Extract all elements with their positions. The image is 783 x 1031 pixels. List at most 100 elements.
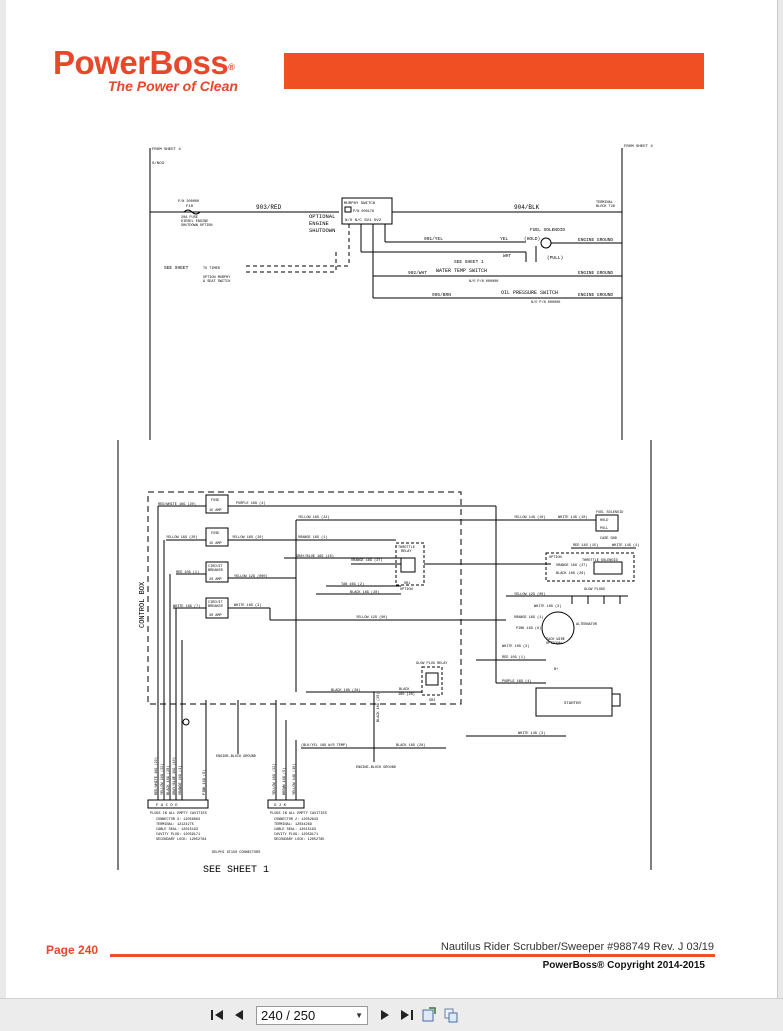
- wire-white-left: WHITE 16G (7): [173, 604, 200, 609]
- blk-yel-label: (BLK/YEL 18G W/R TEMP): [301, 743, 347, 748]
- conn1-plug: PLUGS IN ALL EMPTY CAVITIES: [150, 812, 207, 816]
- water-temp-label: WATER TEMP SWITCH: [436, 268, 487, 274]
- fuse1-amp: 15 AMP: [209, 509, 222, 513]
- terminal-1: TERMINAL: [596, 201, 613, 205]
- wire-orange-ts: ORANGE 16G (27): [556, 563, 588, 568]
- wire-white1: WHITE 16G (3): [234, 603, 261, 608]
- footer-rule: [110, 954, 715, 957]
- next-page-button[interactable]: [374, 1004, 396, 1026]
- conn1-detail-2: CABLE SEAL: 12015193: [156, 828, 198, 832]
- conn2-detail-2: CABLE SEAL: 12015193: [274, 828, 316, 832]
- case-gnd: CASE GND: [600, 537, 617, 541]
- conn2-plug: PLUGS IN ALL EMPTY CAVITIES: [270, 812, 327, 816]
- wire-pink: PINK 16G (8): [516, 626, 541, 631]
- last-page-button[interactable]: [396, 1004, 418, 1026]
- fuse2-label: FUSE: [211, 532, 219, 536]
- conn2-details: CONNECTOR 2: 12052843 TERMINAL: 12034269…: [274, 818, 324, 842]
- conn2-detail-4: SECONDARY LOCK: 12052785: [274, 838, 324, 842]
- alternator-label: ALTERNATOR: [576, 623, 598, 627]
- see-sheet-1-top: SEE SHEET 1: [454, 259, 484, 265]
- fuse-note-2: DIESEL ENGINE: [181, 220, 208, 224]
- wire-red-left: RED 10G (1): [176, 570, 199, 575]
- document-title: Nautilus Rider Scrubber/Sweeper #988749 …: [440, 941, 714, 953]
- save-page-button[interactable]: [418, 1004, 440, 1026]
- brand-name: PowerBoss: [53, 44, 229, 81]
- wire-yellow-left: YELLOW 16G (20): [166, 535, 198, 540]
- conn2-detail-3: CAVITY PLUG: 12059171: [274, 833, 318, 837]
- black-label: BLACK: [399, 688, 410, 692]
- fuse-note-3: SHUTDOWN OPTION: [181, 224, 213, 228]
- conn1-detail-4: SECONDARY LOCK: 12052784: [156, 838, 206, 842]
- fuse-id: F10: [186, 205, 194, 209]
- terminal-2: BLOCK T28: [596, 205, 615, 209]
- tach-2: OPTIONAL: [546, 642, 563, 646]
- conn1-pins: F A C D E: [156, 804, 178, 808]
- copyright: PowerBoss® Copyright 2014-2015: [542, 960, 705, 971]
- fuse-note-1: 20A FUSE: [181, 216, 198, 220]
- starter-label: STARTER: [564, 702, 581, 706]
- wire-yellow-gp: YELLOW 12G (00): [514, 592, 546, 597]
- first-page-button[interactable]: [206, 1004, 228, 1026]
- wire-903-label: 903/RED: [256, 204, 282, 211]
- page-indicator[interactable]: 240 / 250 ▼: [256, 1005, 368, 1025]
- wire-purple-st: PURPLE 16G (4): [502, 679, 531, 684]
- conn1-detail-0: CONNECTOR 3: 12059063: [156, 818, 200, 822]
- page-indicator-text: 240 / 250: [261, 1007, 316, 1023]
- optional-1: OPTIONAL: [309, 213, 335, 220]
- wire-white-st: WHITE 14G (3): [518, 731, 545, 736]
- wire-tan: TAN 16G (2): [341, 582, 364, 587]
- cb2-label-2: BREAKER: [208, 605, 224, 609]
- conn1-wire-2: BLACK 16G (28): [166, 766, 171, 795]
- murphy-contacts: N/O N/C SV1 SV2: [345, 218, 382, 223]
- wire-red-b: RED 10G (1): [502, 655, 525, 660]
- cb1-amp: 20 AMP: [209, 578, 222, 582]
- wire-white-ts: WHITE 14G (4): [612, 543, 639, 548]
- fuel-solenoid-bottom: FUEL SOLENOID: [596, 511, 623, 515]
- sr1-label: SR1: [404, 582, 410, 586]
- wire-black-gnd: BLACK 16G (28): [396, 743, 425, 748]
- first-page-icon: [211, 1010, 223, 1020]
- wire-purple: PURPLE 16G (4): [236, 501, 265, 506]
- conn1-wire-5: PINK 16G (8): [202, 770, 207, 795]
- connector-1-wire-labels: RED/WHITE 16G (20) YELLOW 16G (22) BLACK…: [154, 757, 207, 795]
- wire-901-label: 901/YEL: [424, 236, 443, 242]
- wiring-diagram: FROM SHEET 4 FROM SHEET 4 S/NO3 P/N 3000…: [117, 145, 653, 876]
- fuel-solenoid-top: FUEL SOLENOID: [530, 227, 565, 233]
- black-sub: 16G (28): [398, 692, 415, 697]
- optional-3: SHUTDOWN: [309, 227, 335, 234]
- engine-block-ground-1: ENGINE-BLOCK GROUND: [356, 766, 396, 770]
- chevron-down-icon: ▼: [355, 1010, 363, 1020]
- wire-yellow2: YELLOW 16G (20): [232, 535, 264, 540]
- prev-page-icon: [235, 1010, 243, 1020]
- viewer-toolbar: 240 / 250 ▼: [0, 998, 783, 1031]
- prev-page-button[interactable]: [228, 1004, 250, 1026]
- brand-tagline: The Power of Clean: [108, 78, 238, 94]
- copy-page-button[interactable]: [440, 1004, 462, 1026]
- pull-top: (PULL): [547, 255, 563, 261]
- wire-yellow-fs: YELLOW 14G (10): [514, 515, 546, 520]
- document-page: PowerBoss® The Power of Clean FROM SHEET…: [6, 0, 778, 998]
- oil-contact: N/O P/N 000000: [531, 300, 560, 305]
- wire-black1: BLACK 16G (28): [350, 590, 379, 595]
- diagram-bottom-section: CONTROL BOX FUSE 15 AMP RED/WHITE 16G (2…: [117, 440, 652, 876]
- sr2-label: SR2: [429, 699, 435, 703]
- from-sheet-left: FROM SHEET 4: [152, 148, 181, 152]
- cb1-label-1: CIRCUIT: [208, 565, 223, 569]
- fuse1-label: FUSE: [211, 499, 219, 503]
- conn2-pins: G J K: [274, 804, 287, 808]
- wire-black-ts: BLACK 16G (26): [556, 571, 585, 576]
- conn1-details: CONNECTOR 3: 12059063 TERMINAL: 12124275…: [156, 818, 206, 842]
- yel-label: YEL: [500, 236, 508, 242]
- see-sheet-left: SEE SHEET: [164, 265, 189, 271]
- page-number: Page 240: [46, 943, 99, 957]
- wire-orange-alt: ORANGE 16G (1): [514, 615, 543, 620]
- option-murphy: OPTION MURPHY: [203, 276, 231, 280]
- see-sheet-bottom: SEE SHEET 1: [203, 865, 269, 876]
- control-box-label: CONTROL BOX: [139, 581, 147, 628]
- wire-orange2: ORANGE 16G (27): [351, 558, 383, 563]
- cb2-amp: 30 AMP: [209, 614, 222, 618]
- conn2-detail-1: TERMINAL: 12034269: [274, 823, 312, 827]
- engine-ground-2: ENGINE GROUND: [578, 270, 613, 276]
- conn1-detail-3: CAVITY PLUG: 12059171: [156, 833, 200, 837]
- glow-plugs: GLOW PLUGS: [584, 588, 605, 592]
